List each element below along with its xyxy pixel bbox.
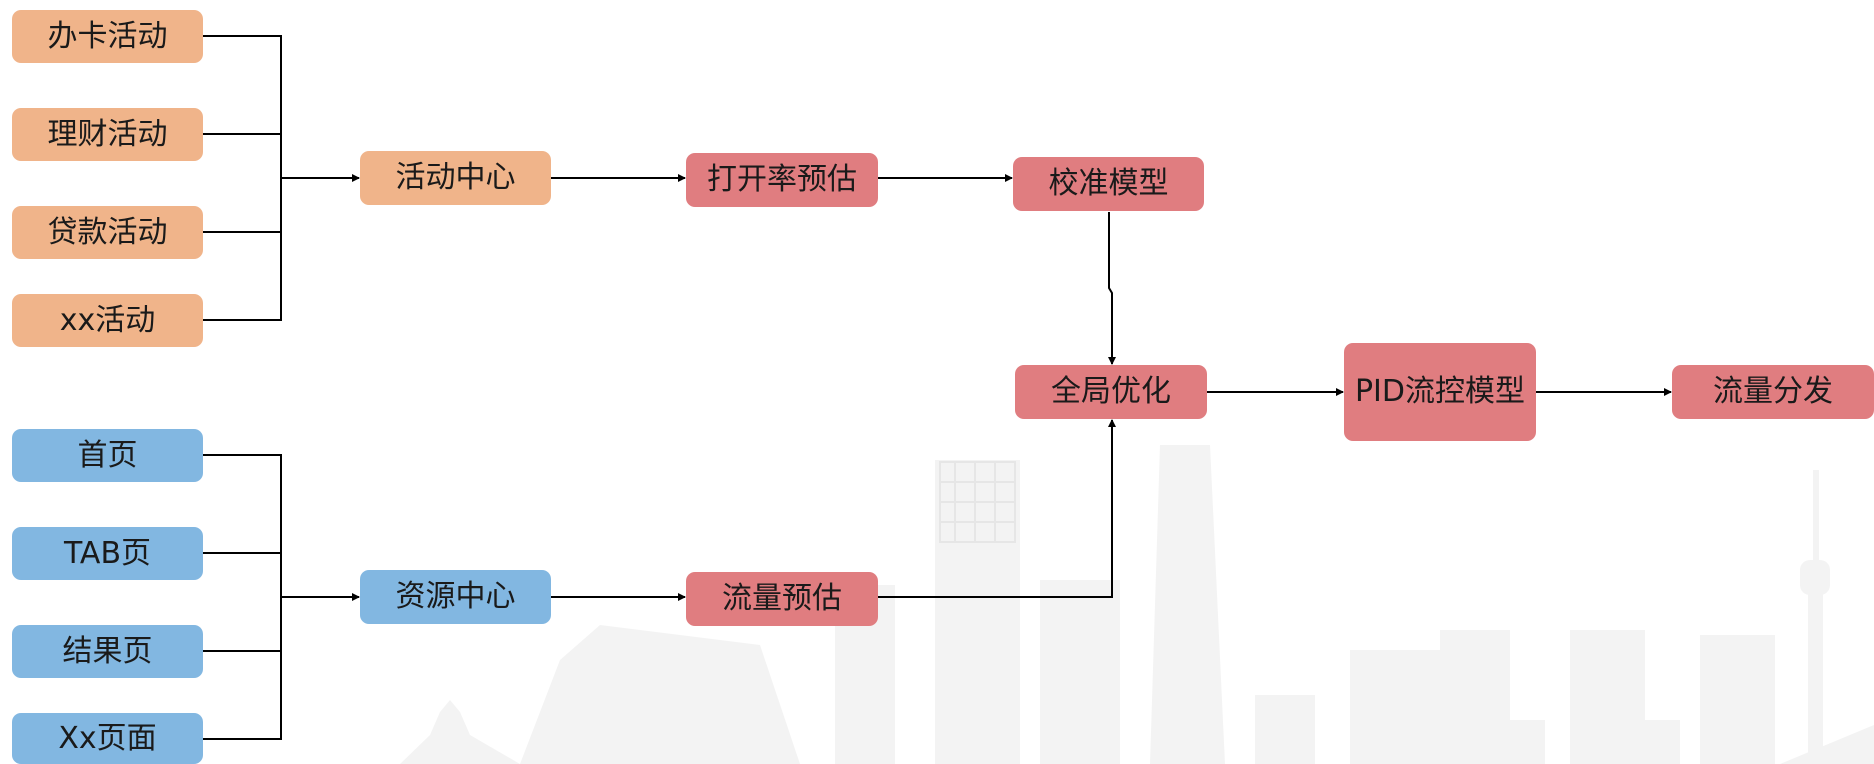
node-finance-activity: 理财活动 [12,108,203,161]
node-xx-page: Xx页面 [12,713,203,764]
node-traffic-estimate: 流量预估 [686,572,878,626]
node-traffic-distribution: 流量分发 [1672,365,1874,419]
node-open-rate-estimate: 打开率预估 [686,153,878,207]
edge-traffic-estimate-to-global [878,419,1116,598]
node-calibration-model: 校准模型 [1013,157,1204,211]
node-card-activity: 办卡活动 [12,10,203,63]
node-home-page: 首页 [12,429,203,482]
edge-calibration-to-global [1108,212,1116,365]
node-activity-center: 活动中心 [360,151,551,205]
node-global-optimization: 全局优化 [1015,365,1207,419]
node-resource-center: 资源中心 [360,570,551,624]
node-result-page: 结果页 [12,625,203,678]
node-loan-activity: 贷款活动 [12,206,203,259]
node-tab-page: TAB页 [12,527,203,580]
node-pid-flow-control-model: PID流控模型 [1344,343,1536,441]
edge-activities-bracket [203,35,282,321]
node-xx-activity: xx活动 [12,294,203,347]
edge-pages-bracket [203,454,282,740]
